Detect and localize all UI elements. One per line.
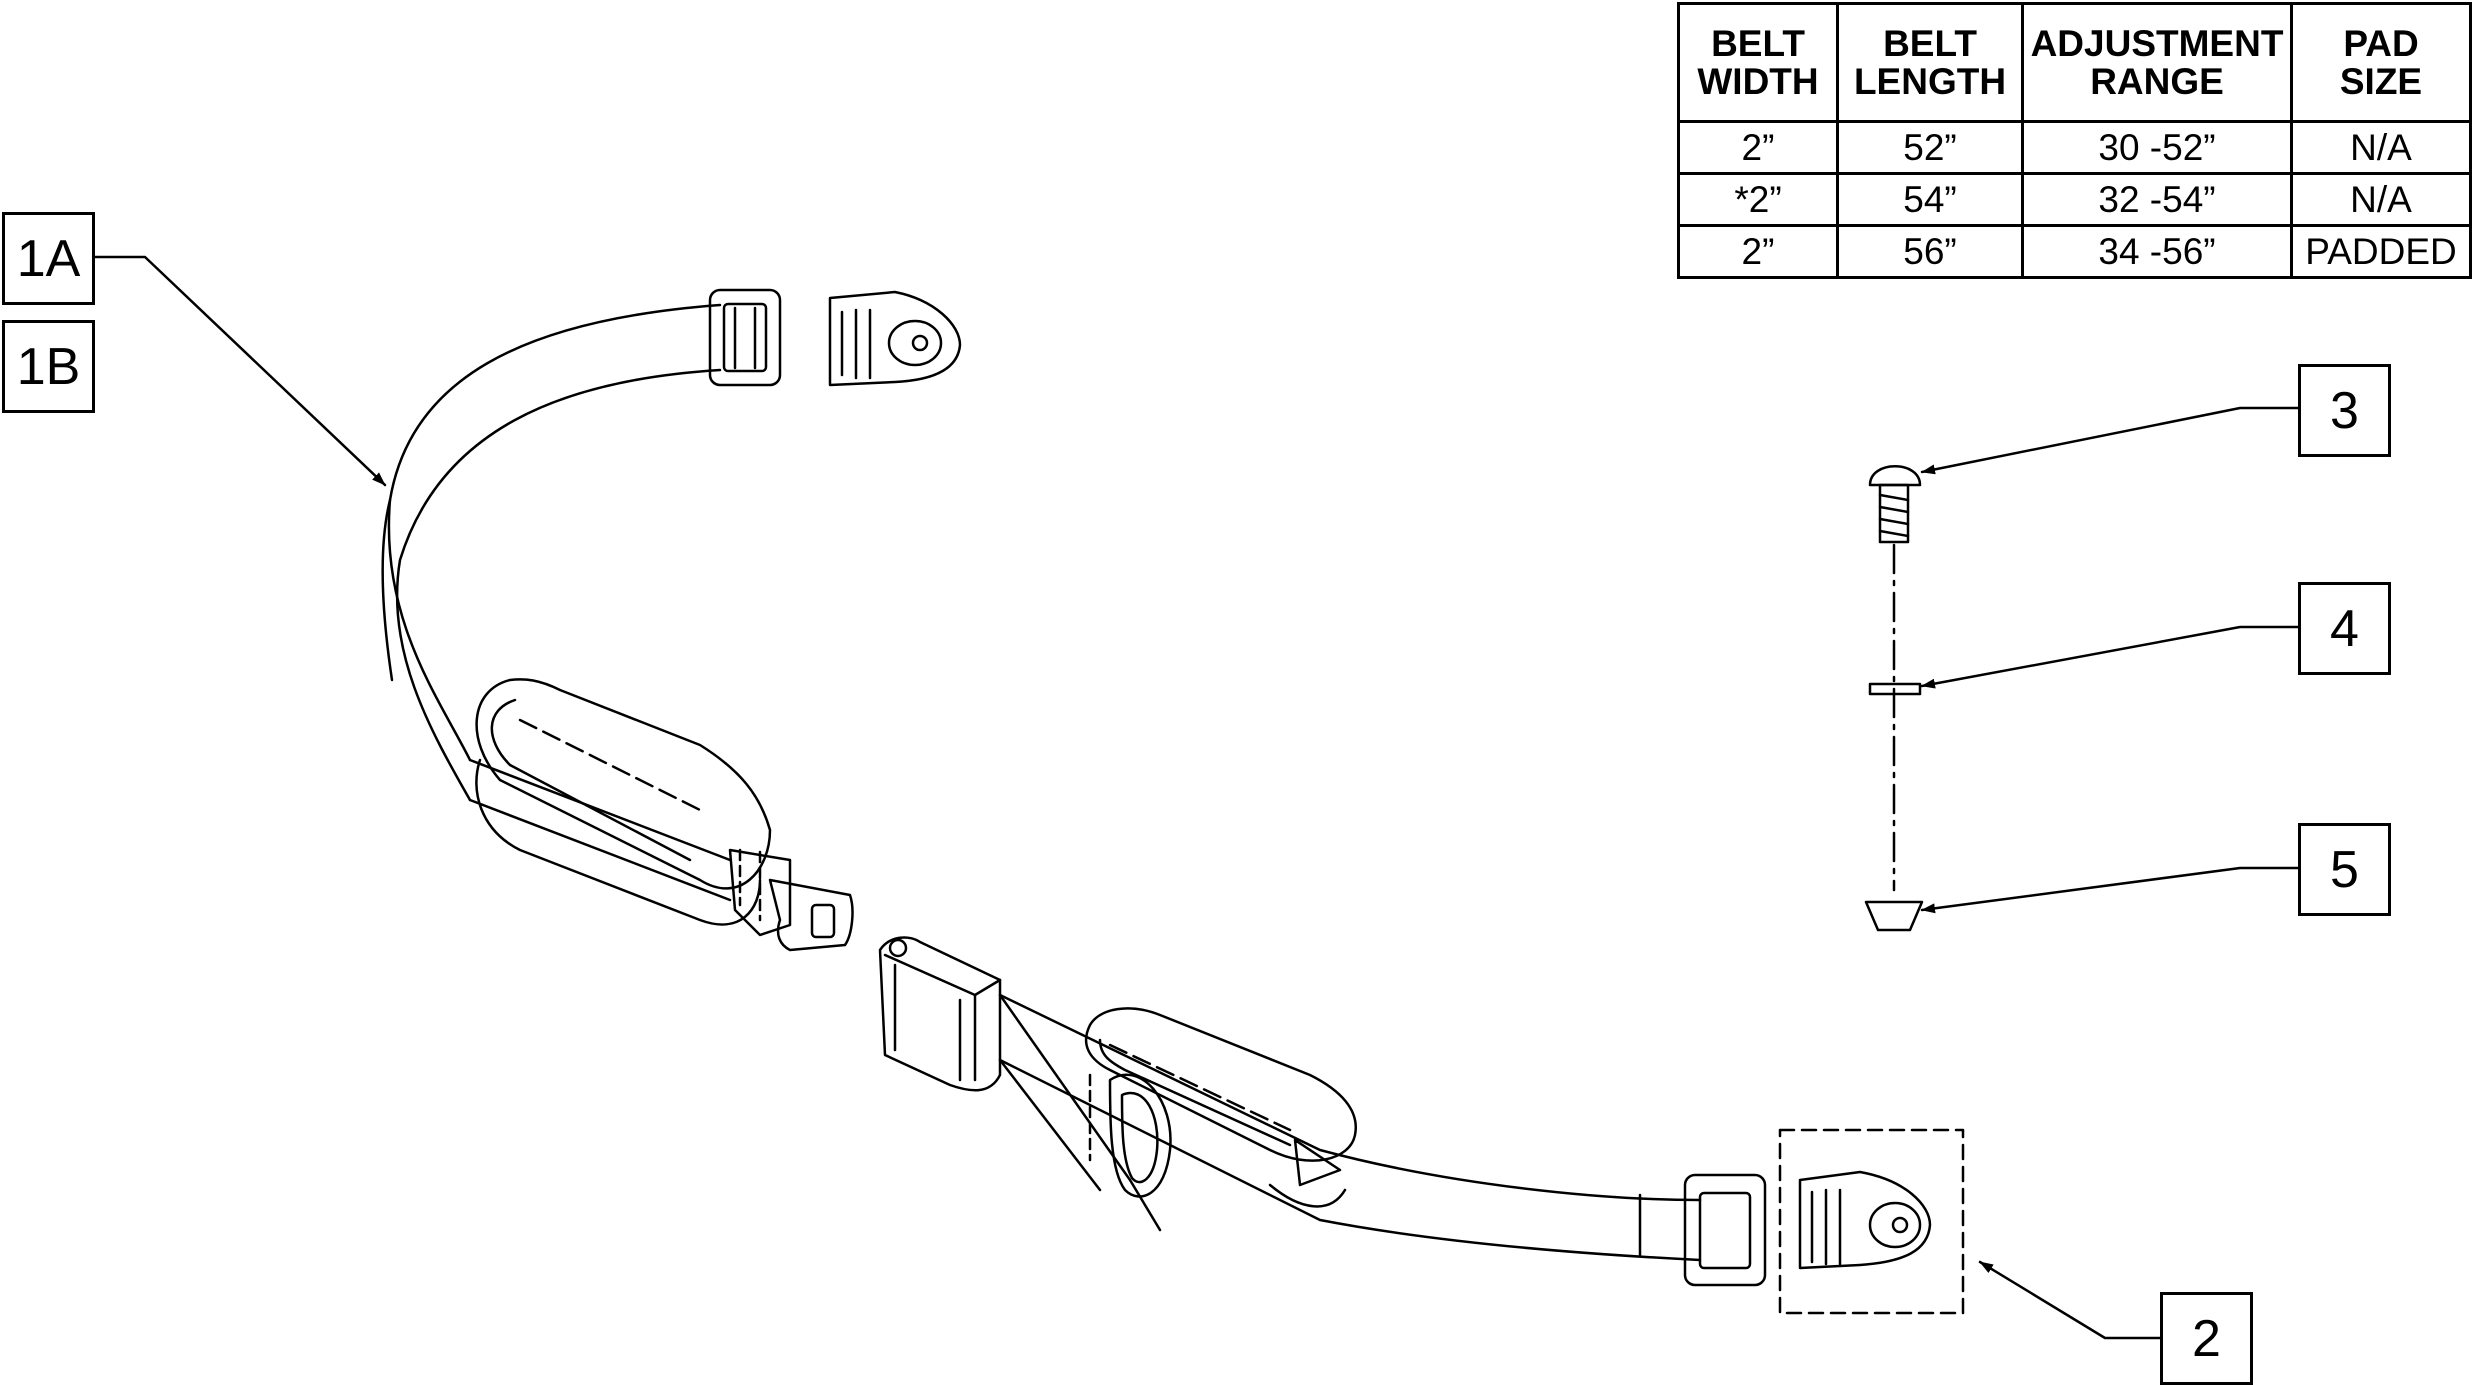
lower-adjuster-slide (1683, 1173, 1767, 1287)
leader-4 (1920, 625, 2300, 689)
belt-tongue (728, 848, 854, 952)
cell-belt-length: 52” (1836, 120, 2024, 175)
header-adjustment-range: ADJUSTMENT RANGE (2021, 2, 2293, 123)
lower-pad (1084, 1007, 1358, 1208)
belt-spec-table: BELT WIDTH BELT LENGTH ADJUSTMENT RANGE … (1677, 2, 2472, 279)
leader-1a (93, 255, 387, 487)
leader-5 (1920, 866, 2300, 914)
header-belt-width: BELT WIDTH (1677, 2, 1839, 123)
washer (1868, 682, 1922, 696)
buckle-housing (878, 936, 1002, 1092)
cell-pad-size: PADDED (2290, 224, 2472, 279)
d-ring (1088, 1073, 1172, 1198)
callout-1a: 1A (2, 212, 95, 305)
table-row: 2” 52” 30 -52” N/A (1677, 120, 2472, 175)
cell-adjustment-range: 34 -56” (2021, 224, 2293, 279)
cell-belt-length: 54” (1836, 172, 2024, 227)
table-header-row: BELT WIDTH BELT LENGTH ADJUSTMENT RANGE … (1677, 2, 2472, 123)
cell-adjustment-range: 30 -52” (2021, 120, 2293, 175)
lower-end-fitting (1798, 1170, 1932, 1270)
callout-2: 2 (2160, 1292, 2253, 1385)
nut (1864, 900, 1924, 932)
leader-2 (1978, 1260, 2162, 1340)
cell-belt-length: 56” (1836, 224, 2024, 279)
upper-pad (475, 678, 772, 926)
cell-belt-width: 2” (1677, 120, 1839, 175)
callout-1b: 1B (2, 320, 95, 413)
cell-pad-size: N/A (2290, 120, 2472, 175)
cell-belt-width: 2” (1677, 224, 1839, 279)
upper-belt-strap (381, 303, 732, 902)
cell-adjustment-range: 32 -54” (2021, 172, 2293, 227)
cell-pad-size: N/A (2290, 172, 2472, 227)
table-row: *2” 54” 32 -54” N/A (1677, 172, 2472, 227)
leader-3 (1920, 406, 2300, 475)
callout-3: 3 (2298, 364, 2391, 457)
cell-belt-width: *2” (1677, 172, 1839, 227)
upper-adjuster-slide (708, 288, 782, 387)
callout-4: 4 (2298, 582, 2391, 675)
lower-belt-strap (998, 993, 1702, 1262)
item-2-detail-box (1778, 1128, 1965, 1315)
upper-end-fitting (828, 290, 962, 387)
header-pad-size: PAD SIZE (2290, 2, 2472, 123)
mounting-bolt (1868, 465, 1922, 544)
callout-5: 5 (2298, 823, 2391, 916)
header-belt-length: BELT LENGTH (1836, 2, 2024, 123)
table-row: 2” 56” 34 -56” PADDED (1677, 224, 2472, 279)
